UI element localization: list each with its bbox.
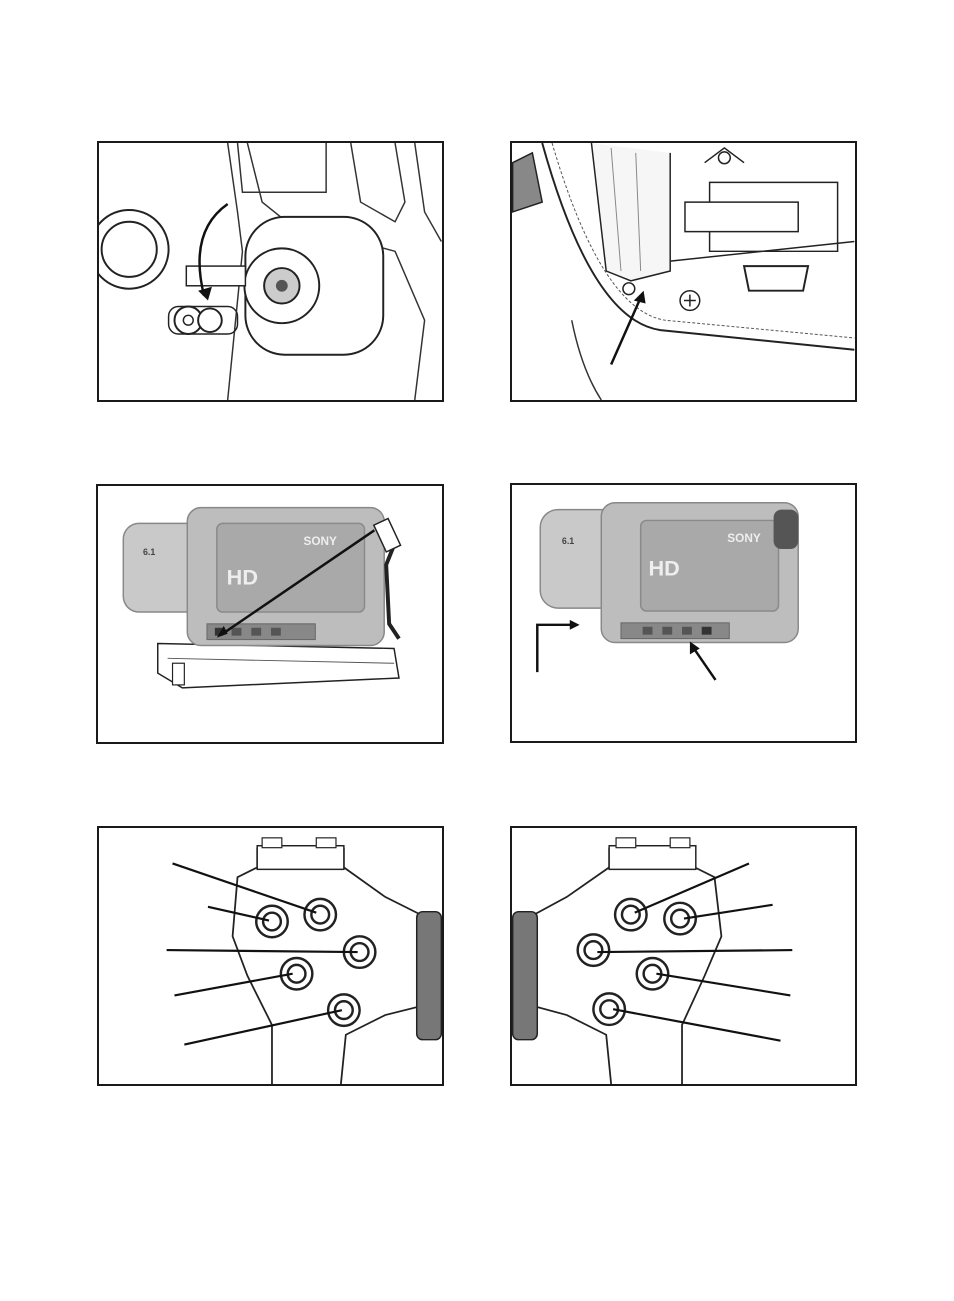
figure-lens-knob: [97, 141, 444, 402]
camcorder-dock-illustration: SONY HD 6.1: [98, 486, 442, 742]
megapixel-badge: 6.1: [562, 536, 574, 546]
figure-camcorder-side: SONY HD 6.1: [510, 483, 857, 743]
figure-battery-compartment: [510, 141, 857, 402]
buttons-left-illustration: [99, 828, 442, 1084]
brand-label: SONY: [303, 534, 337, 548]
hd-logo: HD: [227, 564, 258, 589]
lens-knob-illustration: [99, 143, 442, 400]
camcorder-side-illustration: SONY HD 6.1: [512, 485, 855, 741]
hd-logo: HD: [649, 556, 680, 581]
buttons-right-illustration: [512, 828, 855, 1084]
figure-buttons-right: [510, 826, 857, 1086]
brand-label: SONY: [727, 531, 761, 545]
megapixel-badge: 6.1: [143, 547, 155, 557]
figure-buttons-left: [97, 826, 444, 1086]
battery-compartment-illustration: [512, 143, 855, 400]
figure-camcorder-dock: SONY HD 6.1: [96, 484, 444, 744]
